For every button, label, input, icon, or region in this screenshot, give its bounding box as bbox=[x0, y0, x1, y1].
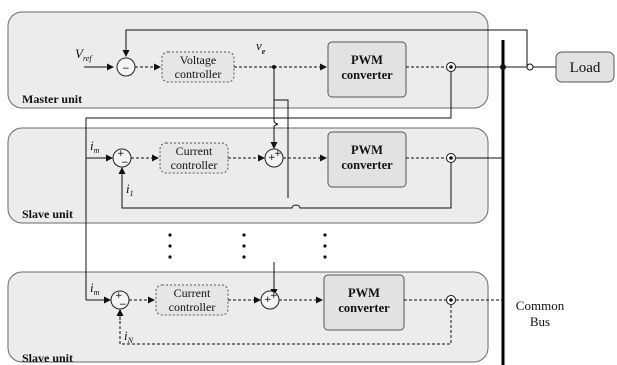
slaveN-im-label: im bbox=[90, 280, 100, 297]
voltage-controller-line2: controller bbox=[175, 67, 222, 81]
slave1-pwm-line2: converter bbox=[341, 158, 393, 172]
slaveN-current-line1: Current bbox=[174, 286, 211, 300]
i1-label: i1 bbox=[126, 181, 134, 198]
slave1-feedback-wire bbox=[121, 163, 452, 209]
voltage-controller-block bbox=[161, 51, 235, 83]
slave-unit-n-box bbox=[7, 271, 489, 363]
slaveN-current-controller-block bbox=[155, 284, 229, 316]
slaveN-ve-plus-b: + bbox=[270, 291, 278, 301]
slaveN-ve-plus-a: + bbox=[264, 295, 272, 305]
slaveN-pwm-converter-block bbox=[323, 274, 405, 331]
slave1-ve-plus-b: + bbox=[274, 149, 282, 159]
voltage-controller-line1: Voltage bbox=[180, 53, 216, 67]
slaveN-pwm-line2: converter bbox=[338, 301, 390, 315]
slave-unit-1-label: Slave unit bbox=[22, 207, 73, 221]
slave1-current-line1: Current bbox=[176, 144, 213, 158]
slave-unit-1-box bbox=[7, 127, 489, 224]
slave1-pwm-converter-block bbox=[327, 131, 407, 188]
slaveN-current-line2: controller bbox=[169, 300, 216, 314]
common-bus-label-line2: Bus bbox=[530, 314, 550, 329]
slave1-sum-minus: − bbox=[121, 158, 129, 168]
slave1-current-line2: controller bbox=[171, 158, 218, 172]
slaveN-sum-minus: − bbox=[119, 300, 127, 310]
ve-to-slave1-wire bbox=[273, 67, 279, 148]
voltage-feedback-wire bbox=[122, 29, 528, 67]
slaveN-feedback-wire bbox=[119, 305, 452, 345]
master-pwm-line2: converter bbox=[341, 68, 393, 82]
common-bus-label-line1: Common bbox=[516, 298, 565, 313]
slave1-current-controller-block bbox=[159, 142, 229, 174]
slaveN-pwm-line1: PWM bbox=[348, 286, 380, 300]
ve-label: ve bbox=[256, 38, 266, 56]
slave1-im-label: im bbox=[90, 138, 100, 155]
ellipsis-dots bbox=[168, 233, 327, 259]
load-label: Load bbox=[570, 60, 601, 76]
master-unit-label: Master unit bbox=[22, 92, 82, 106]
load-terminal bbox=[526, 63, 534, 71]
slave1-ve-plus-a: + bbox=[268, 153, 276, 163]
iN-label: iN bbox=[124, 328, 134, 345]
master-pwm-converter-block bbox=[327, 41, 407, 98]
slave1-pwm-line1: PWM bbox=[351, 143, 383, 157]
master-pwm-line1: PWM bbox=[351, 53, 383, 67]
slave-unit-n-label: Slave unit bbox=[22, 351, 73, 365]
master-sum-minus: − bbox=[122, 64, 130, 74]
slave1-sum-plus: + bbox=[117, 149, 125, 159]
im-reference-wire bbox=[85, 72, 452, 300]
vref-label: Vref bbox=[75, 46, 93, 63]
slaveN-sum-plus: + bbox=[115, 291, 123, 301]
load-block bbox=[555, 51, 615, 83]
